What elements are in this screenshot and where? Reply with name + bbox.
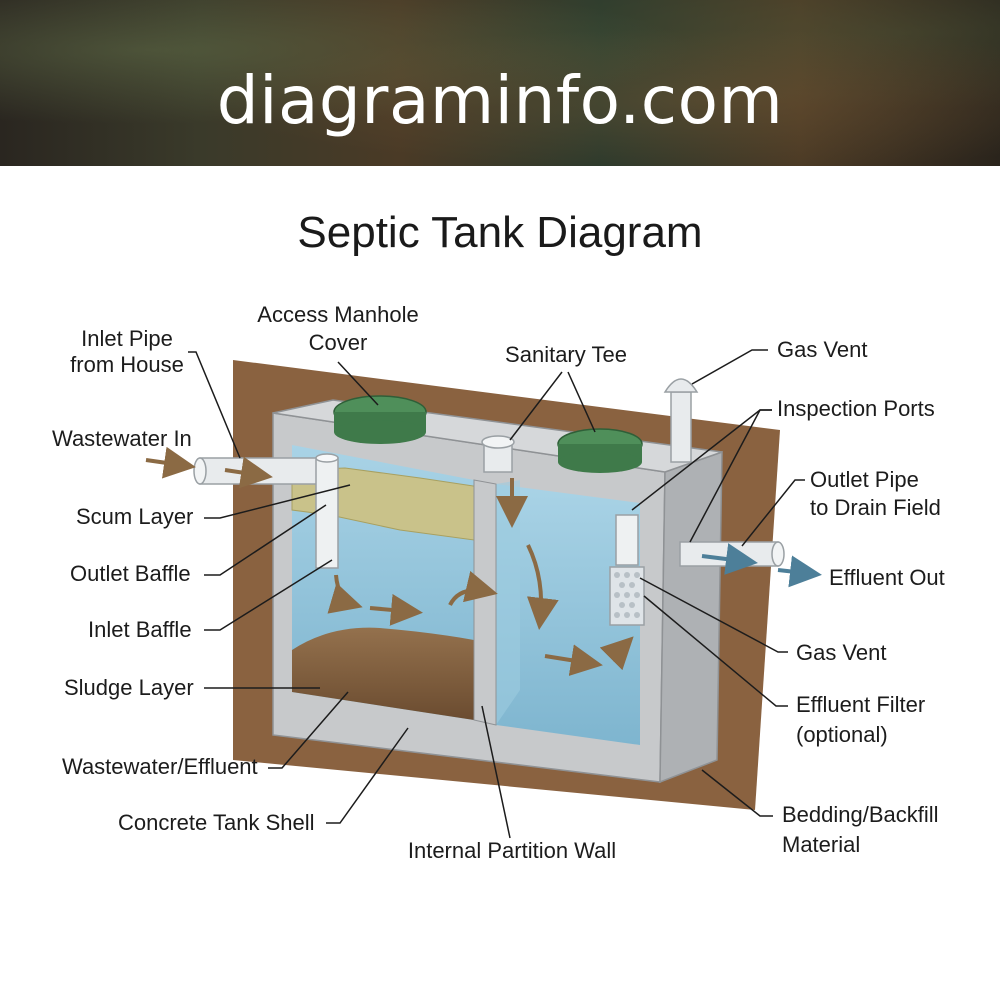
label-effluent-out: Effluent Out	[829, 565, 945, 590]
inlet-baffle	[315, 457, 339, 569]
label-scum-layer: Scum Layer	[76, 504, 193, 529]
label-bedding-2: Material	[782, 832, 860, 857]
label-partition-wall: Internal Partition Wall	[408, 838, 616, 863]
leader-outlet-pipe	[741, 479, 805, 547]
label-wastewater-in: Wastewater In	[52, 426, 192, 451]
leader-outlet-baffle	[204, 504, 327, 576]
flow-arrow-6	[544, 644, 603, 677]
diagram-title: Septic Tank Diagram	[297, 208, 703, 257]
access-cover-right-base	[558, 451, 642, 473]
leader-concrete-shell	[326, 727, 409, 824]
label-inspection-ports: Inspection Ports	[777, 396, 935, 421]
leader-inspection-2	[689, 409, 772, 543]
leader-inlet-baffle	[204, 559, 333, 631]
leader-effluent-filter	[643, 595, 788, 707]
label-outlet-pipe-2: to Drain Field	[810, 495, 941, 520]
leader-gas-vent-right	[639, 577, 788, 653]
access-cover-left-base	[334, 420, 426, 444]
label-sludge-layer: Sludge Layer	[64, 675, 194, 700]
label-outlet-baffle: Outlet Baffle	[70, 561, 191, 586]
leader-sanitary-tee-1	[509, 371, 563, 441]
label-inlet-pipe-2: from House	[70, 352, 184, 377]
inlet-pipe-end	[193, 457, 207, 485]
label-outlet-pipe-1: Outlet Pipe	[810, 467, 919, 492]
gas-vent-cap	[663, 378, 699, 393]
label-inlet-baffle: Inlet Baffle	[88, 617, 192, 642]
label-gas-vent-top: Gas Vent	[777, 337, 868, 362]
outlet-pipe-end	[771, 541, 785, 567]
site-name: diagraminfo.com	[216, 62, 784, 139]
flow-arrow-1	[327, 574, 363, 614]
leader-sanitary-tee-2	[567, 371, 596, 433]
sanitary-tee-cap	[481, 435, 515, 449]
sludge-layer	[292, 627, 474, 720]
leader-inlet-pipe	[188, 351, 241, 459]
label-inlet-pipe-1: Inlet Pipe	[81, 326, 173, 351]
label-concrete-shell: Concrete Tank Shell	[118, 810, 315, 835]
outlet-flow-arrow	[701, 543, 758, 575]
leader-scum	[204, 484, 351, 519]
label-wastewater-effluent: Wastewater/Effluent	[62, 754, 258, 779]
label-effluent-filter-1: Effluent Filter	[796, 692, 925, 717]
label-effluent-filter-2: (optional)	[796, 722, 888, 747]
label-sanitary-tee: Sanitary Tee	[505, 342, 627, 367]
label-access-cover-2: Cover	[309, 330, 368, 355]
leader-gas-vent-top	[691, 349, 768, 385]
leader-bedding	[701, 769, 773, 817]
wastewater-in-arrow	[145, 446, 196, 479]
flow-arrow-3	[448, 570, 498, 607]
label-bedding-1: Bedding/Backfill	[782, 802, 939, 827]
leader-wastewater	[268, 691, 349, 769]
outlet-tee	[615, 514, 639, 566]
flow-arrow-7	[599, 636, 634, 671]
partition-wall	[473, 479, 497, 726]
leader-access-cover	[337, 361, 379, 406]
flow-arrow-2	[369, 593, 423, 626]
outlet-pipe	[679, 541, 779, 567]
effluent-filter-mesh	[614, 572, 640, 618]
site-banner: diagraminfo.com	[0, 0, 1000, 166]
gas-vent-pipe	[670, 391, 692, 463]
flow-arrow-5	[526, 544, 559, 630]
inlet-baffle-top	[315, 453, 339, 463]
label-gas-vent-right: Gas Vent	[796, 640, 887, 665]
inlet-flow-arrow	[224, 456, 273, 489]
label-access-cover-1: Access Manhole	[257, 302, 418, 327]
inlet-pipe	[199, 457, 319, 485]
effluent-out-arrow	[777, 555, 822, 588]
chamber-secondary-back	[496, 480, 520, 725]
leader-partition	[481, 705, 511, 839]
